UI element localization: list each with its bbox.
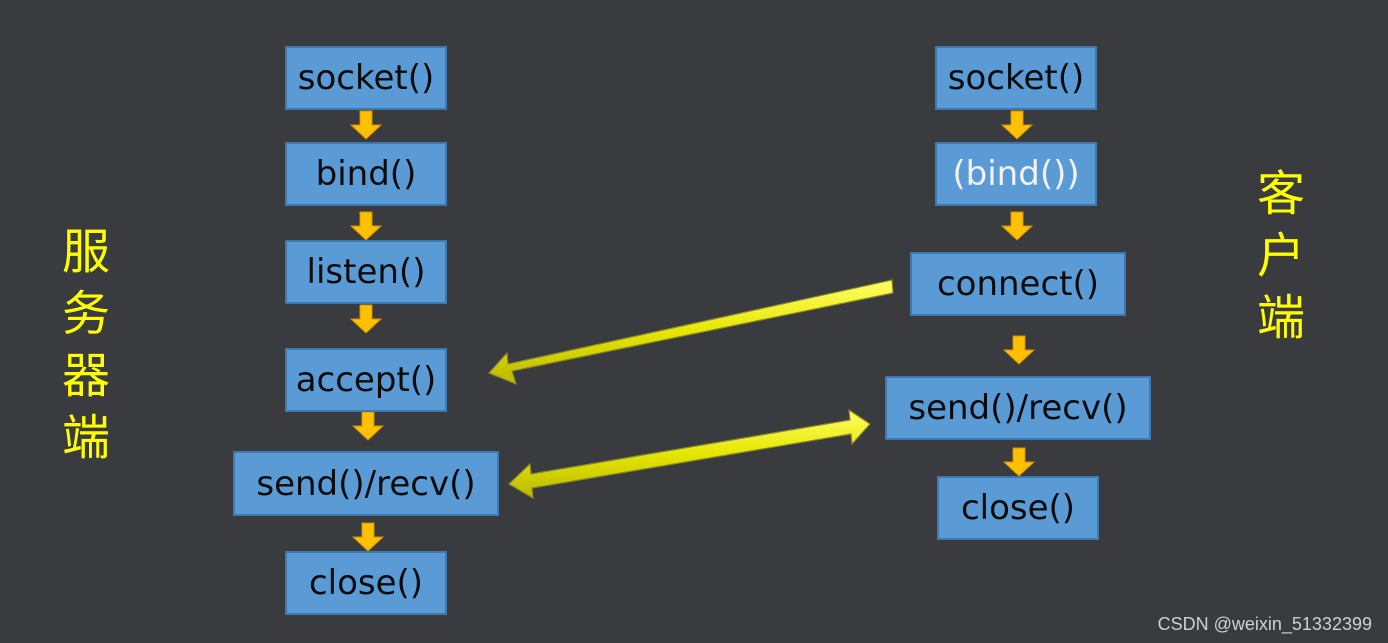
- client-close-box: close(): [937, 476, 1099, 540]
- server-bind-box: bind(): [285, 142, 447, 206]
- client-connect-box: connect(): [910, 252, 1126, 316]
- client-arrow-connect-send: [1002, 335, 1036, 365]
- server-socket-box: socket(): [285, 46, 447, 110]
- server-close-box: close(): [285, 551, 447, 615]
- client-socket-box: socket(): [935, 46, 1097, 110]
- client-label: 客 户 端: [1251, 163, 1311, 349]
- server-send-recv-box: send()/recv(): [233, 451, 499, 516]
- client-arrow-send-close: [1002, 447, 1036, 477]
- server-label-char-3: 器: [61, 348, 110, 404]
- server-listen-box: listen(): [285, 240, 447, 304]
- server-flow-arrows: [349, 110, 385, 552]
- client-label-char-3: 端: [1256, 290, 1305, 346]
- client-label-char-2: 户: [1256, 228, 1305, 284]
- server-label: 服 务 器 端: [56, 221, 116, 469]
- connect-to-accept-arrow: [487, 279, 894, 386]
- server-label-char-4: 端: [61, 410, 110, 466]
- client-send-recv-box: send()/recv(): [885, 376, 1151, 440]
- server-arrow-send-close: [351, 522, 385, 552]
- send-recv-double-arrow: [508, 408, 871, 500]
- client-bind-box: (bind()): [935, 142, 1097, 206]
- client-arrow-socket-bind: [1000, 110, 1034, 140]
- server-arrow-socket-bind: [349, 110, 383, 140]
- server-arrow-listen-accept: [349, 304, 383, 334]
- client-flow-arrows: [1000, 110, 1036, 477]
- server-accept-box: accept(): [285, 348, 447, 412]
- server-arrow-bind-listen: [349, 211, 383, 241]
- client-arrow-bind-connect: [1000, 211, 1034, 241]
- server-label-char-2: 务: [61, 286, 110, 342]
- watermark: CSDN @weixin_51332399: [1157, 614, 1372, 634]
- client-label-char-1: 客: [1256, 166, 1305, 222]
- server-arrow-accept-send: [351, 411, 385, 441]
- server-label-char-1: 服: [61, 224, 110, 280]
